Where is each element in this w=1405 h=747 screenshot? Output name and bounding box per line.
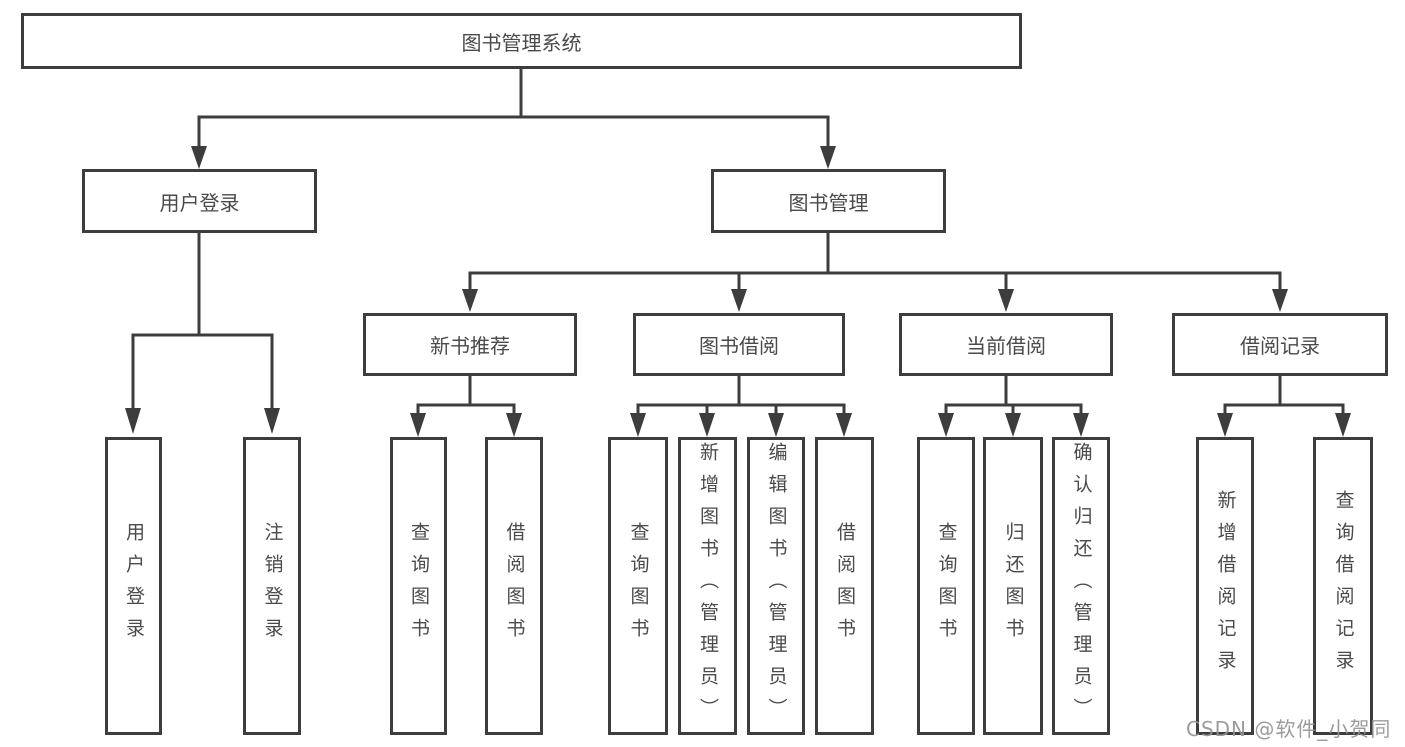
- leaf-query-books-borrow: 查询图书: [608, 437, 668, 735]
- leaf-query-books-borrow-label: 查询图书: [627, 522, 650, 650]
- edge-book-management-branch: [468, 231, 1282, 292]
- node-new-book-recommend: 新书推荐: [363, 313, 577, 376]
- leaf-query-borrow-record: 查询借阅记录: [1313, 437, 1373, 735]
- node-root-label: 图书管理系统: [461, 30, 582, 55]
- leaf-return-books-label: 归还图书: [1002, 522, 1025, 650]
- leaf-query-books-current-label: 查询图书: [935, 522, 958, 650]
- leaf-query-books-recommend: 查询图书: [390, 437, 447, 735]
- node-book-management-label: 图书管理: [788, 190, 869, 215]
- leaf-borrow-books-recommend: 借阅图书: [485, 437, 543, 735]
- edge-book-borrow-group: [636, 374, 846, 416]
- leaf-edit-books-admin: 编辑图书（管理员）: [747, 437, 805, 735]
- csdn-watermark: CSDN @软件_小贺同学: [1186, 717, 1392, 747]
- node-book-management: 图书管理: [711, 169, 946, 233]
- node-user-login-label: 用户登录: [159, 190, 240, 215]
- leaf-query-books-current: 查询图书: [917, 437, 975, 735]
- edge-borrow-records-group: [1223, 374, 1345, 416]
- node-current-borrow-label: 当前借阅: [966, 334, 1046, 358]
- leaf-confirm-return-admin-label: 确认归还（管理员）: [1070, 442, 1093, 730]
- leaf-borrow-books-recommend-label: 借阅图书: [503, 522, 526, 650]
- leaf-add-books-admin: 新增图书（管理员）: [678, 437, 737, 735]
- leaf-edit-books-admin-label: 编辑图书（管理员）: [765, 442, 788, 730]
- edge-new-book-group: [416, 374, 516, 416]
- leaf-user-login-label: 用户登录: [123, 522, 145, 650]
- node-book-borrow: 图书借阅: [633, 313, 845, 376]
- leaf-logout: 注销登录: [243, 437, 301, 735]
- node-user-login: 用户登录: [82, 169, 317, 233]
- edge-user-login-branch: [131, 231, 274, 411]
- leaf-borrow-books: 借阅图书: [815, 437, 874, 735]
- leaf-add-borrow-record: 新增借阅记录: [1196, 437, 1254, 735]
- node-book-borrow-label: 图书借阅: [699, 334, 779, 358]
- arrowheads: [125, 146, 1351, 437]
- leaf-borrow-books-label: 借阅图书: [834, 522, 856, 650]
- leaf-add-books-admin-label: 新增图书（管理员）: [697, 442, 719, 730]
- leaf-query-borrow-record-label: 查询借阅记录: [1332, 490, 1355, 682]
- edge-current-borrow-group: [944, 374, 1083, 416]
- leaf-return-books: 归还图书: [983, 437, 1043, 735]
- leaf-add-borrow-record-label: 新增借阅记录: [1214, 490, 1237, 682]
- node-new-book-recommend-label: 新书推荐: [430, 334, 510, 358]
- leaf-confirm-return-admin: 确认归还（管理员）: [1052, 437, 1110, 735]
- edge-root-branch: [197, 66, 830, 149]
- node-current-borrow: 当前借阅: [899, 313, 1113, 376]
- node-root: 图书管理系统: [21, 13, 1022, 69]
- leaf-user-login: 用户登录: [105, 437, 162, 735]
- leaf-logout-label: 注销登录: [261, 522, 284, 650]
- node-borrow-records: 借阅记录: [1172, 313, 1388, 376]
- leaf-query-books-recommend-label: 查询图书: [408, 522, 430, 650]
- node-borrow-records-label: 借阅记录: [1240, 334, 1320, 358]
